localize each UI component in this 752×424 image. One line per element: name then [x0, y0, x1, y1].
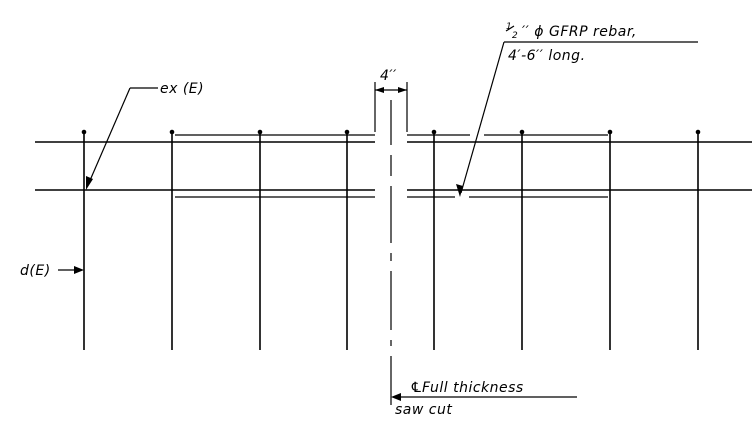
leader-arrowhead — [391, 393, 401, 401]
ex-leader-line — [87, 87, 131, 186]
ex-callout: ex (E) — [86, 81, 204, 190]
leader-arrowhead — [86, 176, 93, 190]
bar-end-dot — [607, 129, 613, 135]
arrowhead-left — [375, 87, 384, 93]
vertical-bars — [81, 129, 701, 350]
existing-horizontal-bars — [35, 141, 752, 191]
leader-arrowhead — [74, 266, 84, 274]
saw-cut-callout: ℄ Full thickness saw cut — [391, 380, 577, 418]
d-label: d(E) — [20, 263, 51, 279]
bar-end-dot — [81, 129, 87, 135]
bar-end-dot — [169, 129, 175, 135]
saw-cut-label-line2: saw cut — [395, 402, 452, 418]
gfrp-callout: 1 2 ′′ ϕ GFRP rebar, 4′-6′′ long. — [456, 22, 698, 197]
spacing-dimension: 4′′ — [374, 68, 408, 132]
leader-line — [460, 41, 505, 194]
fraction-denominator: 2 — [512, 31, 518, 41]
rebar-callout-line2: 4′-6′′ long. — [508, 48, 586, 64]
d-callout: d(E) — [20, 263, 84, 279]
bar-end-dot — [519, 129, 525, 135]
bar-end-dot — [344, 129, 350, 135]
saw-cut-label-line1: Full thickness — [422, 380, 524, 396]
leader-arrowhead — [456, 184, 463, 197]
rebar-callout-line1: ′′ ϕ GFRP rebar, — [522, 24, 637, 40]
gfrp-rebars — [175, 134, 608, 198]
bar-end-dot — [431, 129, 437, 135]
fraction-numerator: 1 — [506, 22, 512, 32]
ex-label: ex (E) — [160, 81, 204, 97]
arrowhead-right — [398, 87, 407, 93]
bar-end-dot — [257, 129, 263, 135]
spacing-label: 4′′ — [380, 68, 397, 84]
bar-end-dot — [695, 129, 701, 135]
fraction-bar — [505, 25, 515, 32]
centerline-symbol: ℄ — [410, 380, 423, 396]
